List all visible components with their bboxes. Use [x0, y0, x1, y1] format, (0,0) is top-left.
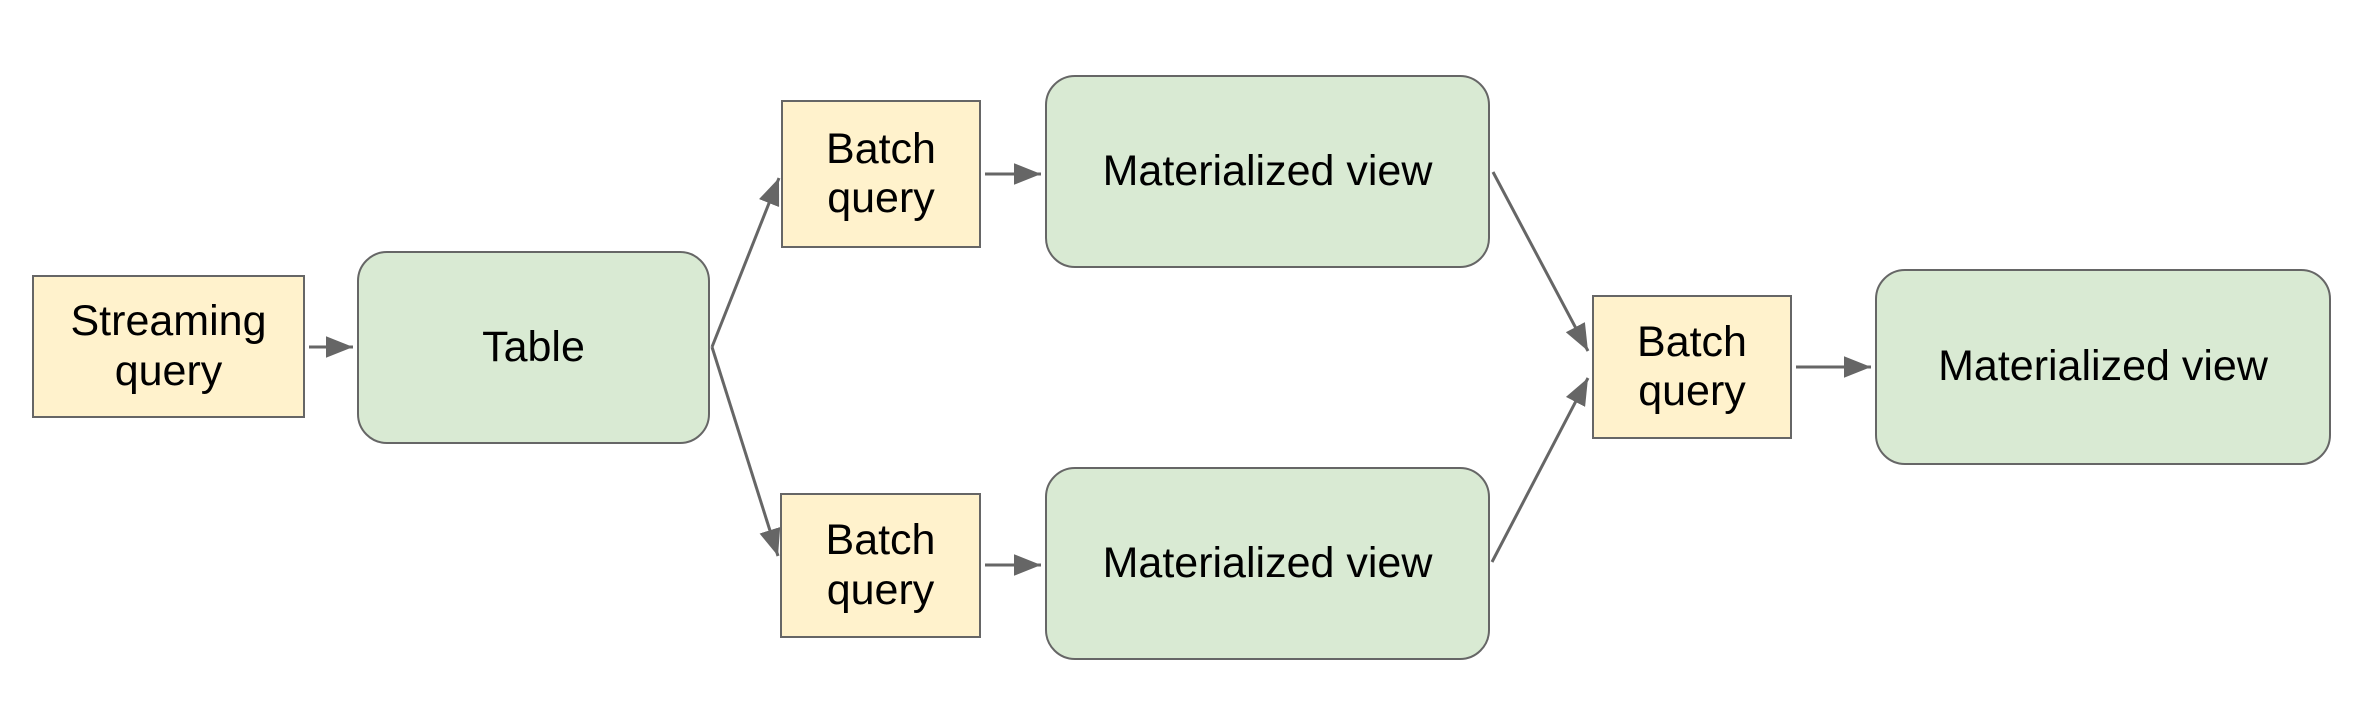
node-batch-query-right: Batch query	[1592, 295, 1792, 439]
node-batch-query-bottom: Batch query	[780, 493, 981, 638]
node-materialized-view-top: Materialized view	[1045, 75, 1490, 268]
node-table-label: Table	[482, 322, 585, 371]
edge-materialized-view-top-to-batch-query-right	[1491, 171, 1590, 352]
node-table: Table	[357, 251, 710, 444]
node-batch-query-bottom-label: Batch query	[825, 516, 936, 614]
node-batch-query-top-label: Batch query	[826, 124, 936, 222]
edge-table-to-batch-query-top	[710, 177, 781, 348]
edge-table-to-batch-query-bottom	[710, 346, 781, 557]
node-batch-query-top: Batch query	[781, 100, 981, 248]
node-materialized-view-final-label: Materialized view	[1938, 342, 2268, 391]
node-materialized-view-bottom: Materialized view	[1045, 467, 1490, 660]
node-streaming-query-label: Streaming query	[70, 297, 267, 395]
edge-materialized-view-bottom-to-batch-query-right	[1490, 377, 1590, 563]
node-streaming-query: Streaming query	[32, 275, 305, 418]
node-batch-query-right-label: Batch query	[1637, 317, 1747, 415]
node-materialized-view-final: Materialized view	[1875, 269, 2331, 465]
node-materialized-view-bottom-label: Materialized view	[1102, 538, 1433, 587]
node-materialized-view-top-label: Materialized view	[1102, 146, 1433, 195]
